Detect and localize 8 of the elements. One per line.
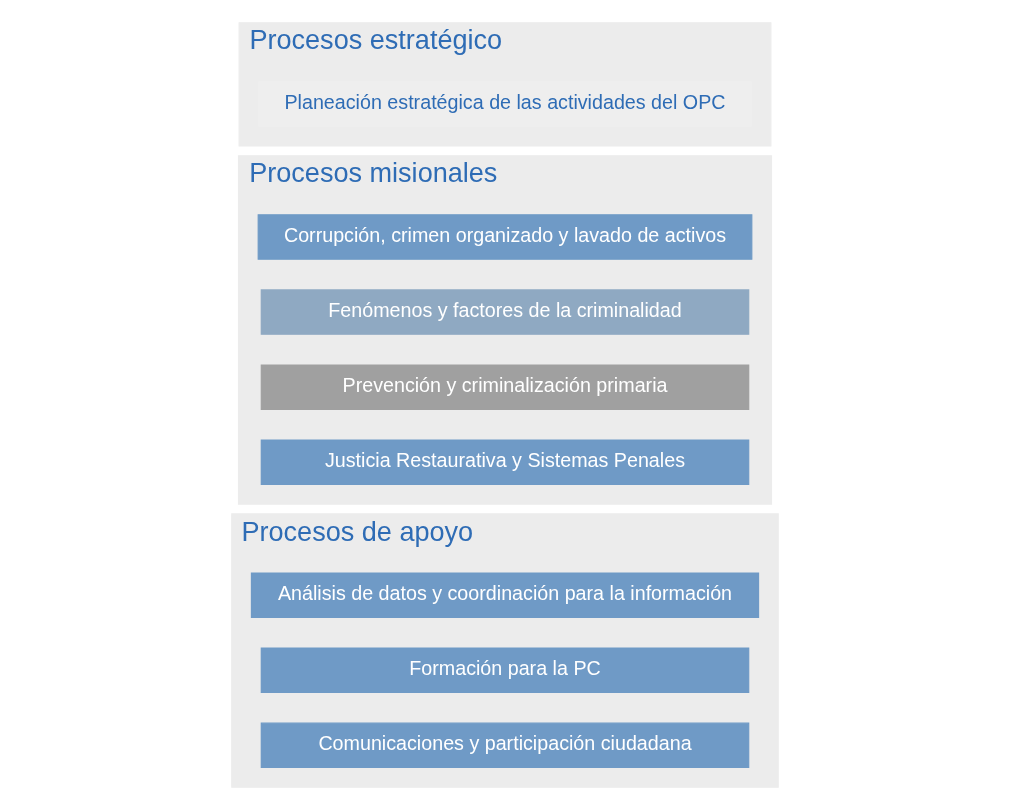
node-box: Corrupción, crimen organizado y lavado de activos: [257, 214, 752, 260]
node-box: Formación para la PC: [260, 647, 749, 693]
node-box: Comunicaciones y participación ciudadana: [260, 722, 749, 769]
node-box: Justicia Restaurativa y Sistemas Penales: [260, 439, 749, 485]
node-text: Planeación estratégica de las actividades del OPC: [283, 90, 726, 113]
node-box: Prevención y criminalización primaria: [260, 364, 749, 410]
node-box: Fenómenos y factores de la criminalidad: [260, 289, 749, 335]
node-box: Análisis de datos y coordinación para la información: [250, 572, 759, 618]
